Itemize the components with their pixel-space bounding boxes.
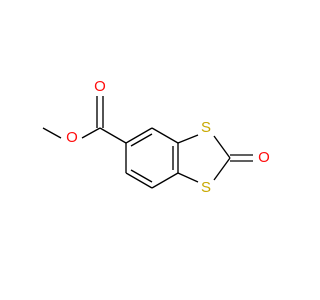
bond-ring-1 — [125, 127, 153, 144]
atom-label-s-upper: S — [201, 119, 211, 136]
atom-label-o-carbonyl-ring: O — [258, 149, 270, 166]
molecule-drawing: O O S S O — [42, 78, 270, 196]
atom-label-o-ester: O — [66, 129, 78, 146]
bond-methyl-o — [42, 127, 62, 139]
bond-s-lower-carbon — [213, 157, 231, 181]
structure-canvas: O O S S O — [42, 78, 270, 196]
bond-ring-1-inner — [130, 133, 153, 147]
bonds — [42, 96, 253, 189]
bond-s-upper-carbon — [213, 135, 231, 159]
bond-ester-ring — [99, 127, 127, 144]
bond-ring-s-lower — [177, 172, 199, 183]
bond-ring-2 — [151, 127, 179, 144]
atom-labels: O O S S O — [66, 78, 270, 196]
atom-label-o-carbonyl-ester: O — [94, 78, 106, 95]
bond-ring-5 — [125, 172, 153, 189]
atom-label-s-lower: S — [201, 179, 211, 196]
bond-o-ester-carbon — [81, 127, 101, 139]
bond-ring-s-upper — [177, 134, 199, 144]
bond-ring-4 — [151, 172, 179, 189]
bond-ring-5-inner — [130, 169, 153, 183]
